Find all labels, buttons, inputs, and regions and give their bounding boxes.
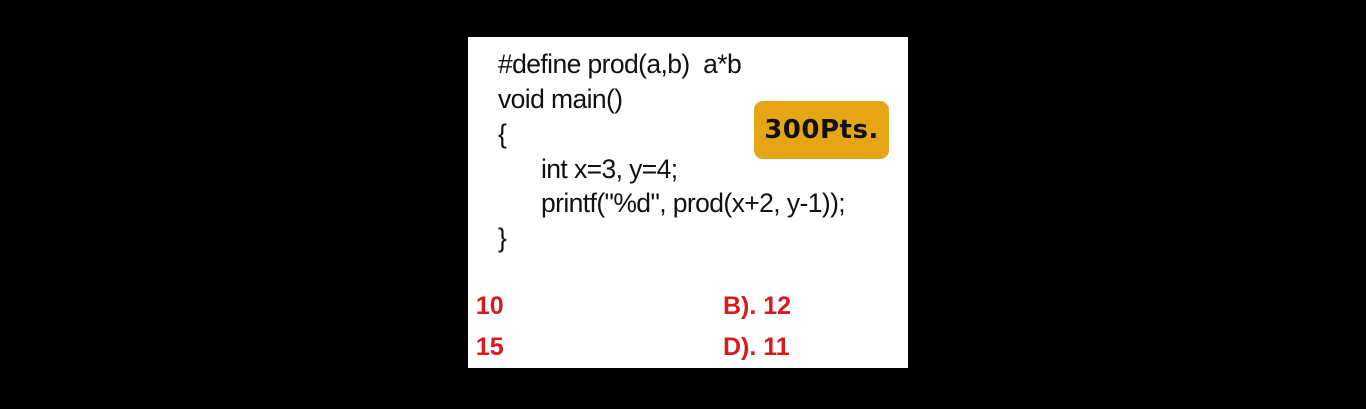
code-line-main: void main() bbox=[498, 84, 623, 114]
code-line-printf: printf("%d", prod(x+2, y-1)); bbox=[541, 188, 846, 218]
code-line-define: #define prod(a,b) a*b bbox=[498, 49, 742, 79]
code-line-close-brace: } bbox=[498, 223, 507, 253]
code-line-open-brace: { bbox=[498, 119, 507, 149]
option-a[interactable]: . 10 bbox=[468, 292, 504, 320]
code-line-declaration: int x=3, y=4; bbox=[541, 154, 678, 184]
option-d[interactable]: D). 11 bbox=[723, 333, 790, 361]
option-b[interactable]: B). 12 bbox=[723, 292, 792, 320]
question-card: #define prod(a,b) a*b void main() { int … bbox=[468, 37, 908, 368]
points-badge: 300Pts. bbox=[754, 101, 889, 159]
option-c[interactable]: . 15 bbox=[468, 333, 504, 361]
